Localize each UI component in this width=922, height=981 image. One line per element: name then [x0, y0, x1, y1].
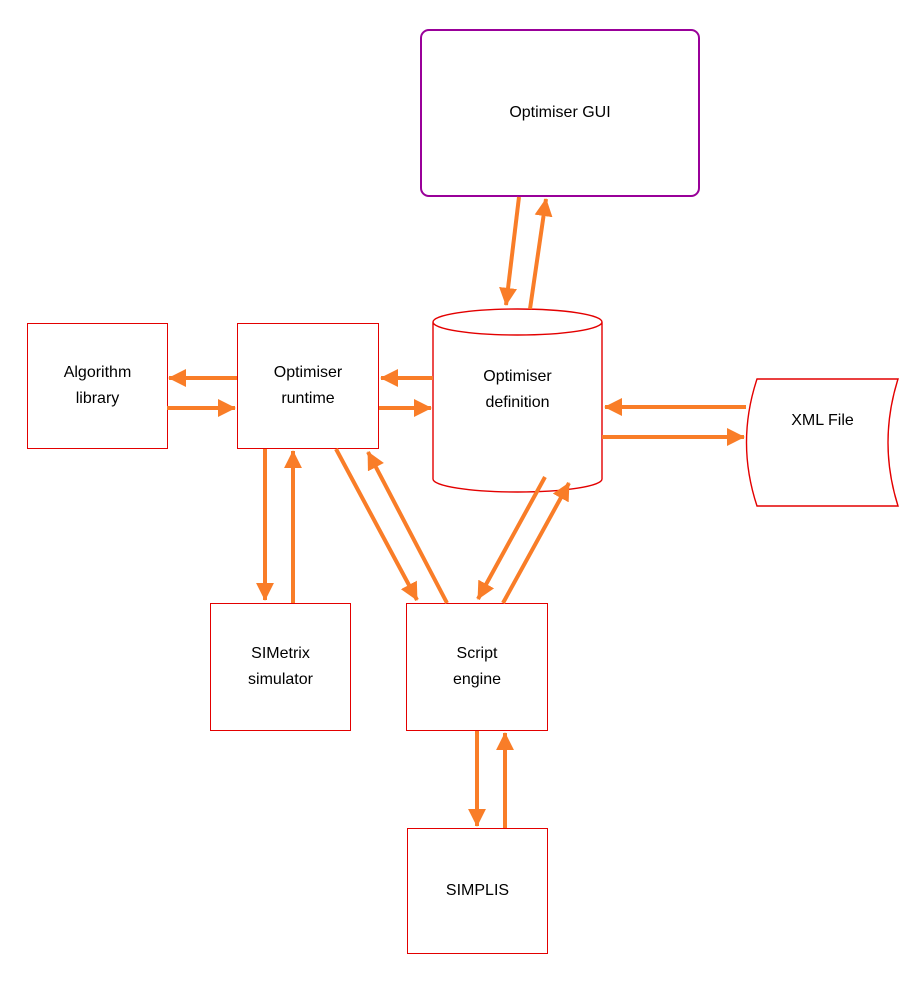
- node-optimiser-definition-label: Optimiser definition: [483, 368, 552, 411]
- arrow-runtime-to-script: [334, 448, 419, 601]
- node-algorithm-library-label: Algorithm library: [63, 364, 132, 407]
- arrow-definition-to-script: [476, 476, 547, 600]
- node-optimiser-runtime: Optimiser runtime: [237, 323, 379, 449]
- node-algorithm-library: Algorithm library: [27, 323, 168, 449]
- arrow-gui-to-definition: [499, 196, 521, 306]
- node-script-engine: Script engine: [406, 603, 548, 731]
- node-optimiser-runtime-label: Optimiser runtime: [273, 364, 343, 407]
- node-simetrix-simulator-label: SIMetrix simulator: [248, 645, 313, 688]
- arrows-group: [167, 196, 746, 828]
- node-script-engine-label: Script engine: [452, 645, 502, 688]
- node-xml-file: XML File: [747, 379, 898, 463]
- arrow-script-to-runtime: [366, 451, 449, 604]
- node-optimiser-gui: Optimiser GUI: [420, 29, 700, 197]
- node-xml-file-label: XML File: [791, 412, 854, 429]
- node-optimiser-definition: Optimiser definition: [433, 315, 602, 465]
- arrow-definition-to-gui: [528, 198, 553, 310]
- node-simplis: SIMPLIS: [407, 828, 548, 954]
- arrow-script-to-definition: [501, 482, 571, 604]
- node-simplis-label: SIMPLIS: [445, 882, 510, 899]
- node-optimiser-gui-label: Optimiser GUI: [509, 104, 611, 121]
- node-simetrix-simulator: SIMetrix simulator: [210, 603, 351, 731]
